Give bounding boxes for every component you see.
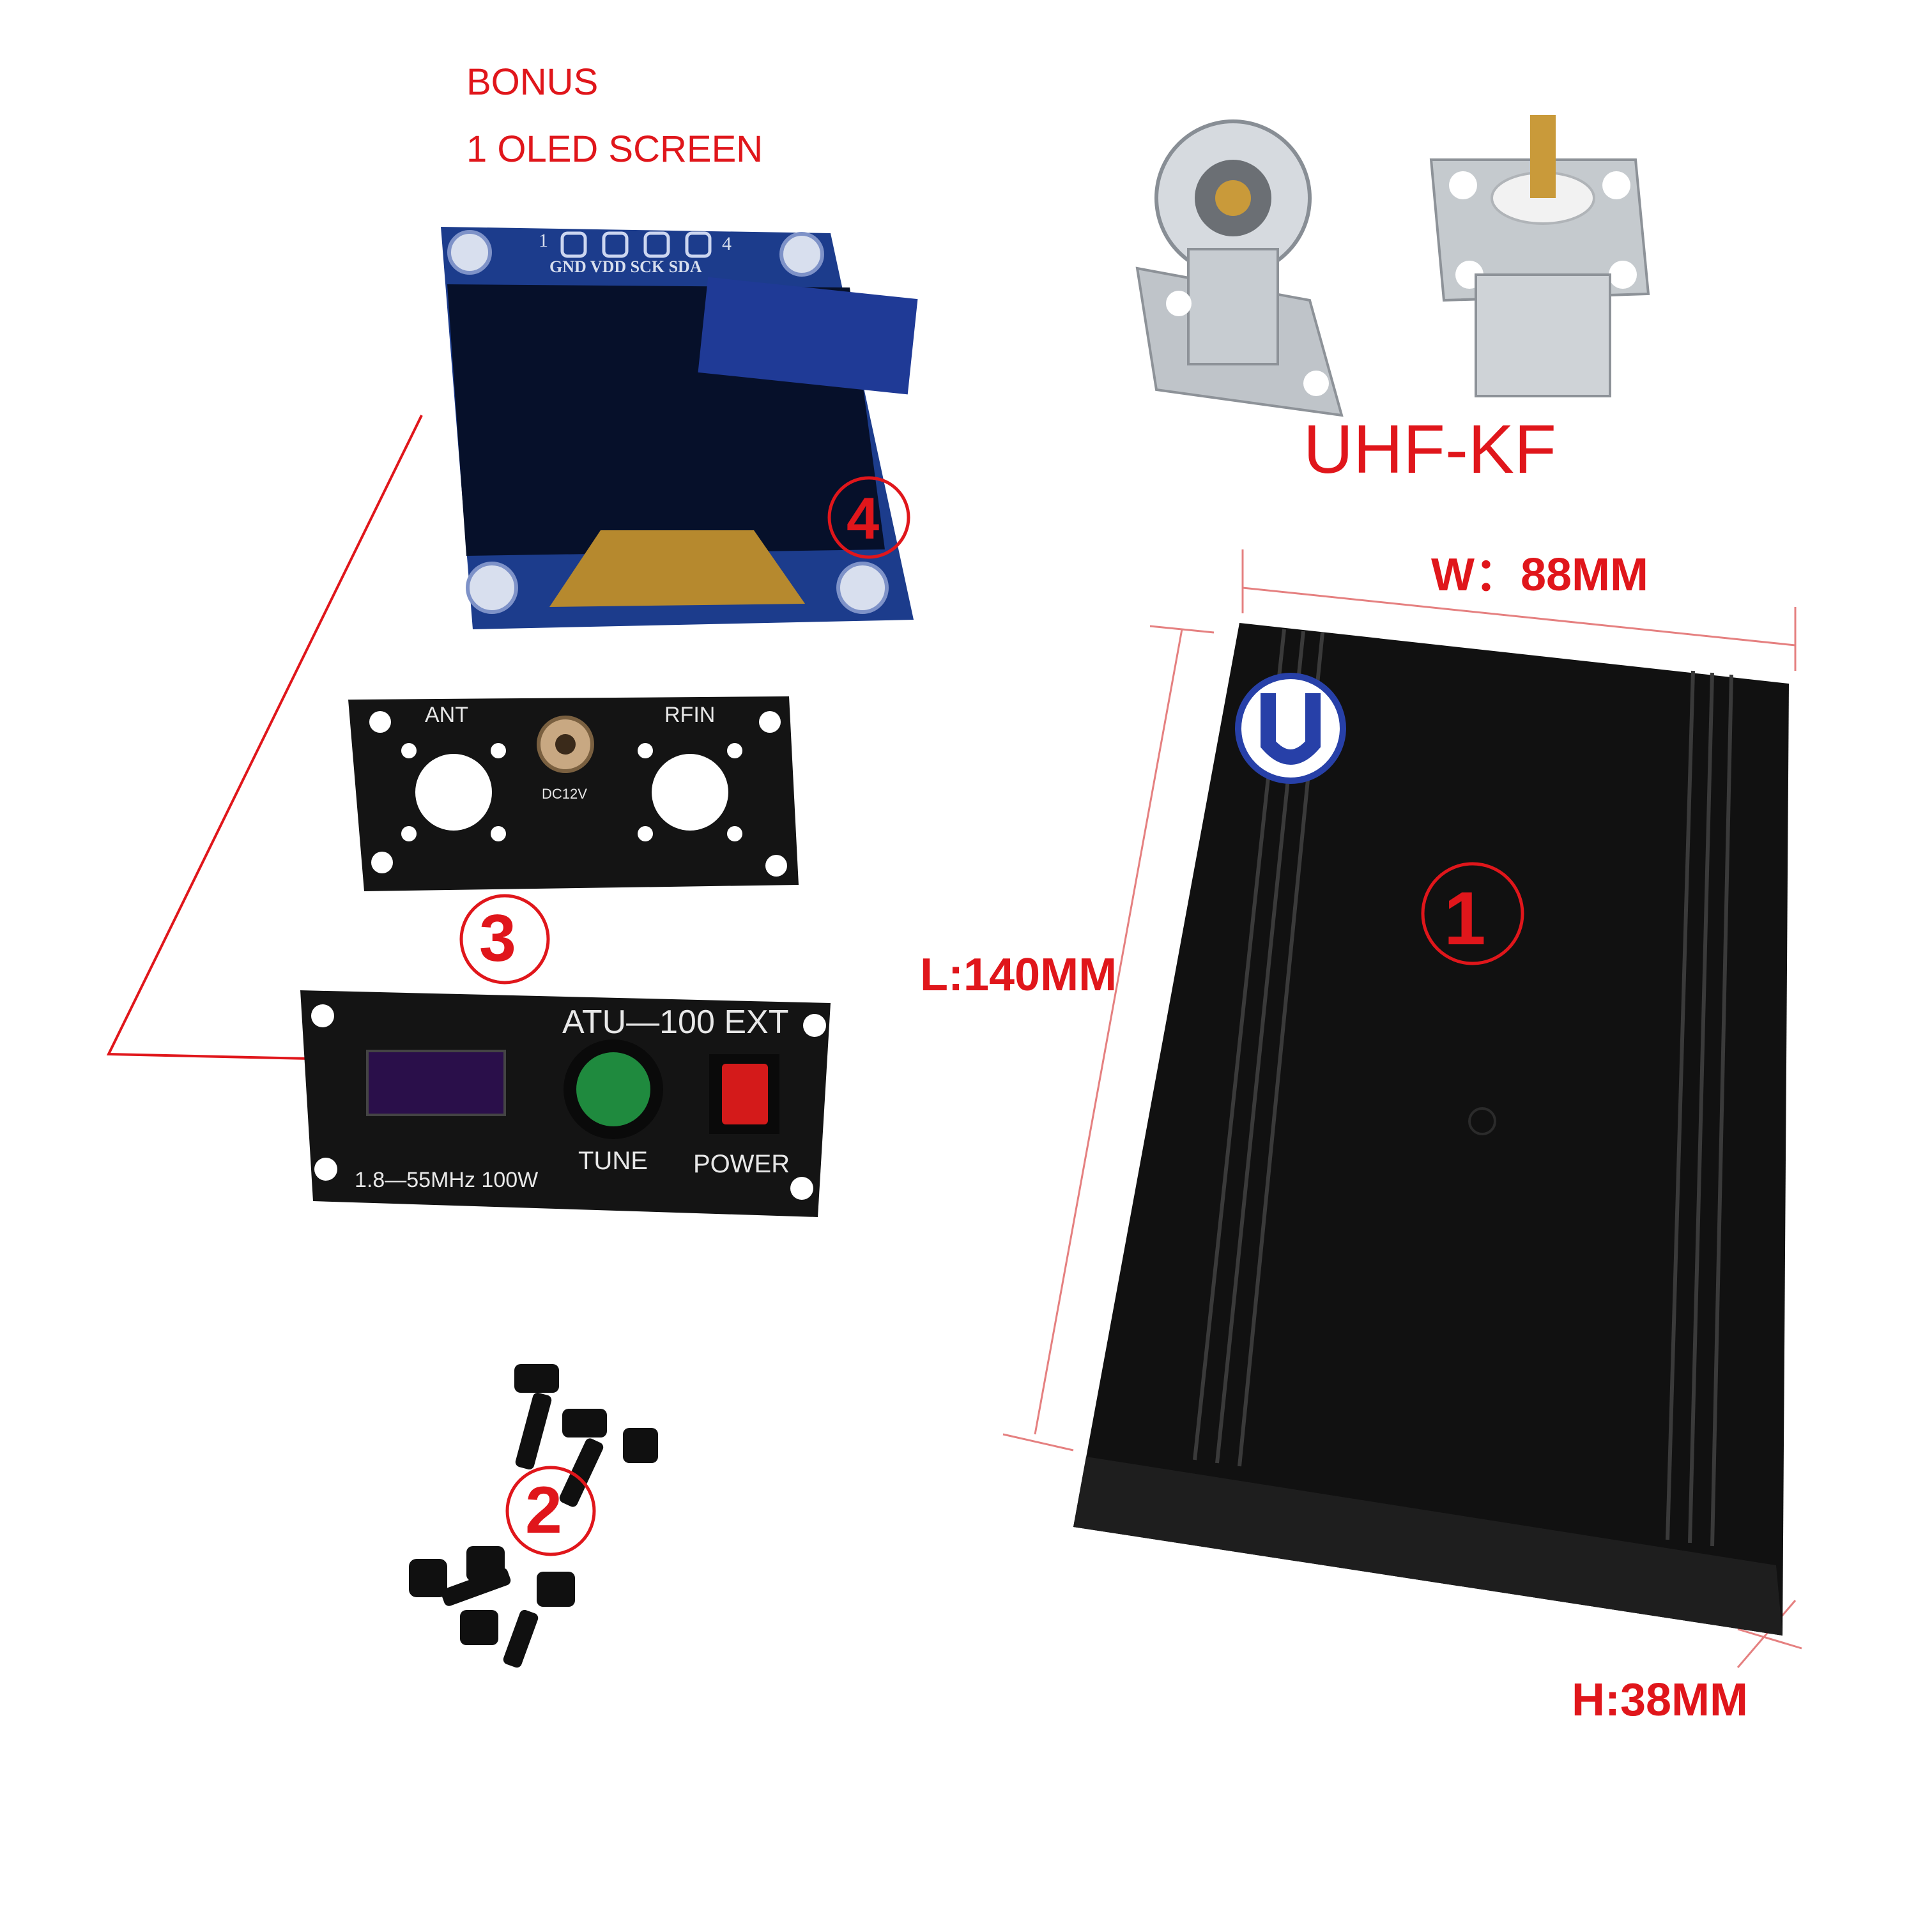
badge-1: 1	[1444, 877, 1486, 961]
bonus-heading: BONUS	[466, 61, 599, 103]
screws	[409, 1364, 658, 1668]
oled-module	[441, 227, 918, 629]
front-panel	[300, 990, 831, 1217]
badge-4: 4	[847, 486, 880, 551]
rear-dc-label: DC12V	[542, 786, 587, 802]
badge-2: 2	[525, 1473, 562, 1547]
badge-4-ring	[827, 476, 910, 559]
badge-3: 3	[479, 901, 516, 976]
bonus-subheading: 1 OLED SCREEN	[466, 128, 763, 170]
rear-rfin-label: RFIN	[664, 703, 716, 727]
badge-3-ring	[459, 894, 550, 985]
enclosure	[1002, 549, 1802, 1668]
leader-line	[106, 415, 423, 1062]
rear-panel	[348, 696, 799, 891]
enclosure-width: W：88MM	[1431, 549, 1648, 601]
oled-pin-labels: GND VDD SCK SDA	[549, 257, 702, 276]
badge-1-ring	[1421, 862, 1524, 965]
front-title: ATU—100 EXT	[562, 1004, 789, 1041]
rear-ant-label: ANT	[425, 703, 468, 727]
front-tune-label: TUNE	[578, 1147, 648, 1175]
enclosure-height: H:38MM	[1572, 1675, 1749, 1726]
connector-title: UHF-KF	[1303, 410, 1556, 487]
uhf-connectors	[1135, 115, 1650, 417]
enclosure-length: L:140MM	[920, 949, 1117, 1000]
front-power-label: POWER	[693, 1150, 790, 1178]
oled-pin-1: 1	[539, 230, 548, 251]
badge-2-ring	[505, 1466, 596, 1556]
oled-pin-4: 4	[722, 233, 732, 254]
front-freq-label: 1.8—55MHz 100W	[355, 1168, 539, 1192]
